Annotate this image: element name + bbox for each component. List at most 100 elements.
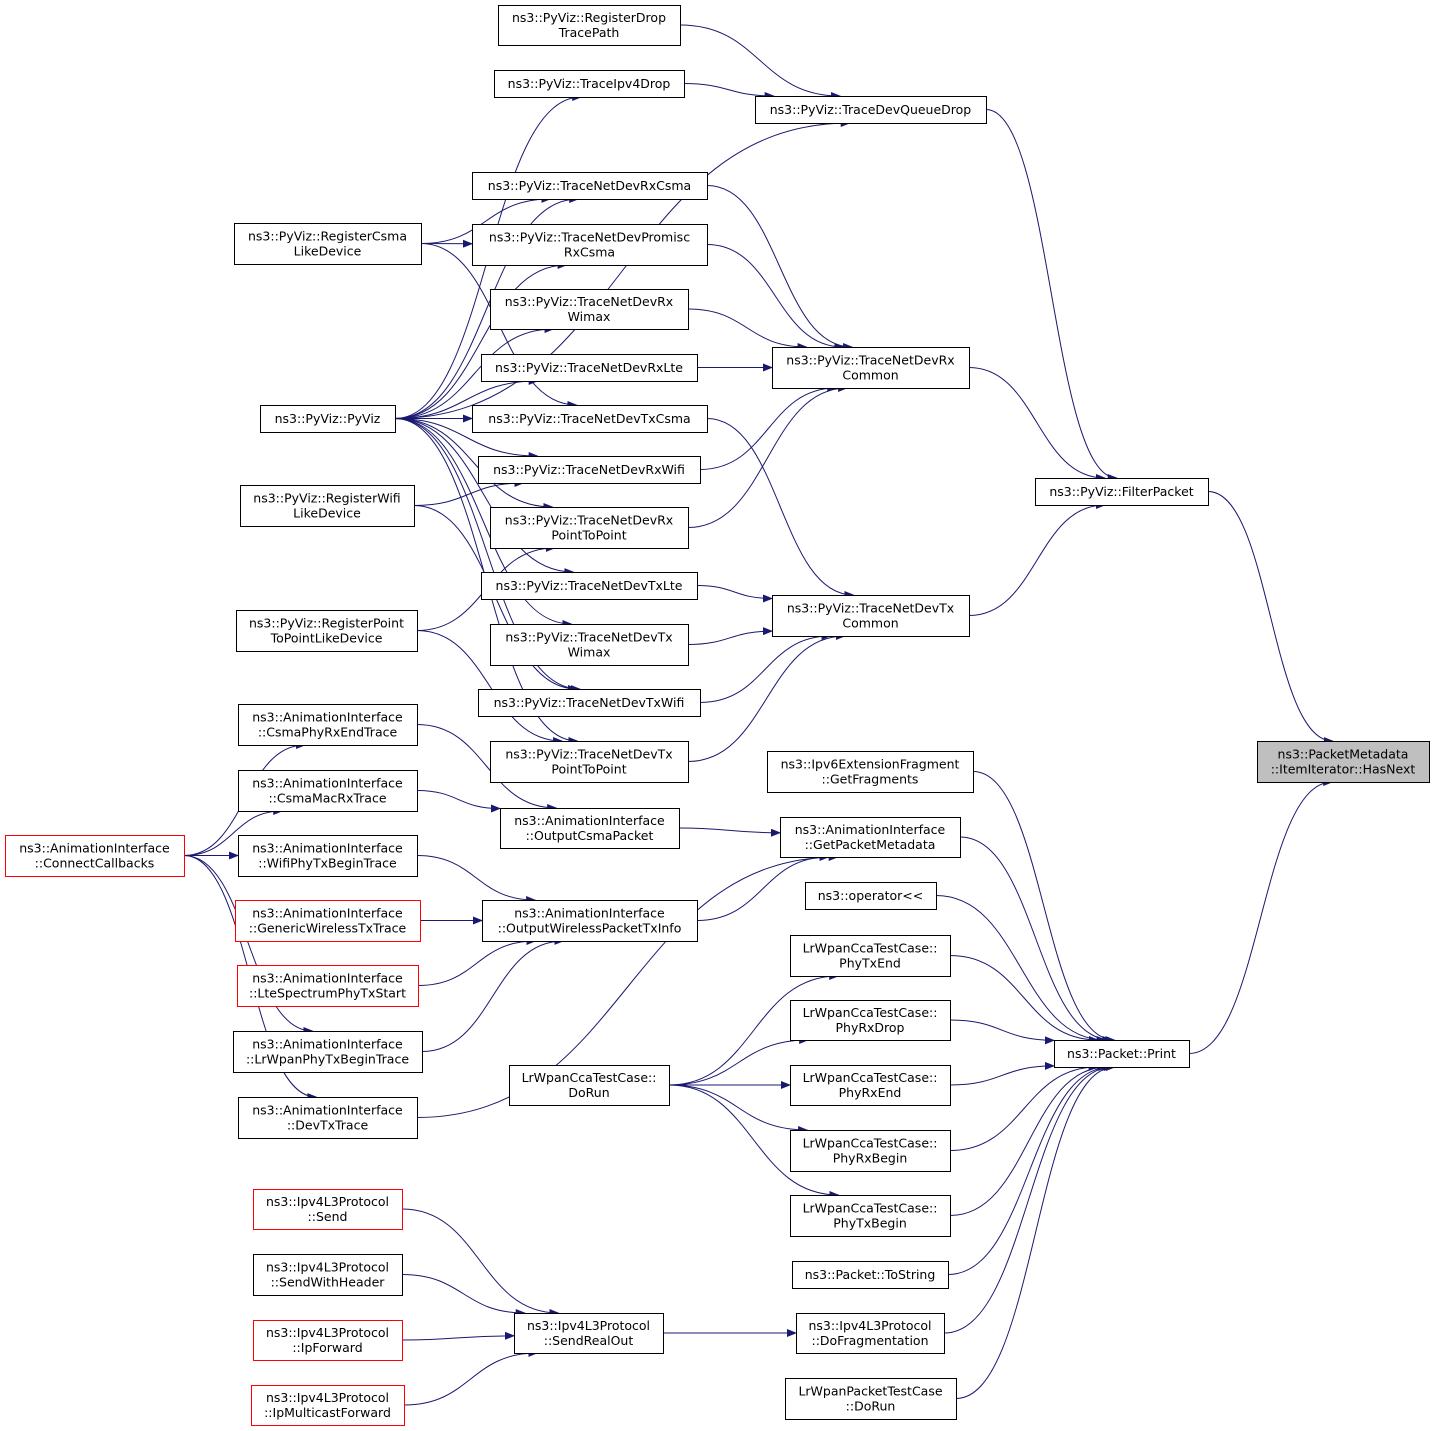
- edge-outwireless-to-getpktmeta: [696, 853, 830, 921]
- edge-pktdorun-to-packetprint: [955, 1063, 1117, 1399]
- node-rxlte[interactable]: ns3::PyViz::TraceNetDevRxLte: [481, 354, 698, 382]
- node-dofrag[interactable]: ns3::Ipv4L3Protocol::DoFragmentation: [796, 1313, 945, 1354]
- node-label-line: ToPointLikeDevice: [270, 631, 383, 646]
- node-csmamacrx[interactable]: ns3::AnimationInterface::CsmaMacRxTrace: [238, 770, 418, 812]
- node-label-line: ns3::Ipv4L3Protocol: [266, 1325, 389, 1340]
- edge-phytxbegin-to-packetprint: [949, 1063, 1109, 1216]
- node-label-line: ns3::AnimationInterface: [514, 906, 665, 921]
- node-rxcsma[interactable]: ns3::PyViz::TraceNetDevRxCsma: [472, 172, 708, 200]
- node-ipv6frag[interactable]: ns3::Ipv6ExtensionFragment::GetFragments: [767, 751, 974, 793]
- node-phyrxbegin[interactable]: LrWpanCcaTestCase::PhyRxBegin: [790, 1130, 951, 1172]
- edge-connectcb-to-lrwpanphytx: [183, 855, 314, 1035]
- edges-layer: [183, 24, 1334, 1406]
- node-filterpacket[interactable]: ns3::PyViz::FilterPacket: [1035, 478, 1209, 506]
- node-label-line: ::DoRun: [846, 1399, 896, 1414]
- node-label-line: ns3::PyViz::RegisterPoint: [249, 616, 404, 631]
- edge-rxp2p-to-rxcommon: [687, 384, 849, 528]
- node-txcsma[interactable]: ns3::PyViz::TraceNetDevTxCsma: [472, 405, 708, 433]
- edge-pyviz-to-promisc: [394, 261, 568, 419]
- node-phytxbegin[interactable]: LrWpanCcaTestCase::PhyTxBegin: [790, 1195, 951, 1237]
- node-connectcb[interactable]: ns3::AnimationInterface::ConnectCallback…: [5, 835, 185, 877]
- node-label-line: ::SendWithHeader: [271, 1275, 386, 1290]
- edge-getpktmeta-to-packetprint: [959, 836, 1113, 1044]
- node-phyrxend[interactable]: LrWpanCcaTestCase::PhyRxEnd: [790, 1065, 951, 1106]
- node-label-line: ns3::operator<<: [818, 888, 924, 903]
- node-pktdorun[interactable]: LrWpanPacketTestCase::DoRun: [785, 1378, 957, 1420]
- node-devqueuedrop[interactable]: ns3::PyViz::TraceDevQueueDrop: [755, 96, 987, 124]
- node-box: [790, 1130, 951, 1172]
- node-box: [234, 223, 422, 265]
- node-ltespectrum[interactable]: ns3::AnimationInterface::LteSpectrumPhyT…: [237, 965, 419, 1007]
- node-rxwifi[interactable]: ns3::PyViz::TraceNetDevRxWifi: [478, 456, 701, 484]
- node-sendhdr[interactable]: ns3::Ipv4L3Protocol::SendWithHeader: [253, 1254, 403, 1296]
- node-txlte[interactable]: ns3::PyViz::TraceNetDevTxLte: [481, 572, 698, 600]
- node-label-line: ns3::PyViz::TraceNetDevTx: [505, 747, 672, 762]
- node-label-line: ns3::AnimationInterface: [252, 841, 403, 856]
- node-ccadorun[interactable]: LrWpanCcaTestCase::DoRun: [509, 1065, 670, 1106]
- node-tostring[interactable]: ns3::Packet::ToString: [792, 1261, 949, 1289]
- node-ipmcast[interactable]: ns3::Ipv4L3Protocol::IpMulticastForward: [251, 1385, 405, 1426]
- node-box: [767, 751, 974, 793]
- node-outcsma[interactable]: ns3::AnimationInterface::OutputCsmaPacke…: [500, 808, 680, 849]
- node-phyrxdrop[interactable]: LrWpanCcaTestCase::PhyRxDrop: [790, 1000, 951, 1041]
- node-label-line: DoRun: [568, 1085, 609, 1100]
- node-txwifi[interactable]: ns3::PyViz::TraceNetDevTxWifi: [478, 689, 701, 717]
- node-label-line: ::GenericWirelessTxTrace: [249, 921, 407, 936]
- node-label-line: PhyTxEnd: [839, 956, 901, 971]
- node-send[interactable]: ns3::Ipv4L3Protocol::Send: [253, 1189, 403, 1230]
- node-box: [490, 507, 689, 549]
- node-box: [490, 289, 689, 330]
- node-label-line: LrWpanPacketTestCase: [798, 1384, 942, 1399]
- node-devtxtrace[interactable]: ns3::AnimationInterface::DevTxTrace: [238, 1097, 418, 1139]
- edge-ltespectrum-to-outwireless: [417, 937, 537, 986]
- edge-ccadorun-to-phyrxbegin: [668, 1084, 809, 1134]
- node-packetprint[interactable]: ns3::Packet::Print: [1054, 1040, 1190, 1068]
- edge-ipmcast-to-sendrealout: [403, 1349, 539, 1406]
- node-wifiphytx[interactable]: ns3::AnimationInterface::WifiPhyTxBeginT…: [238, 835, 418, 877]
- node-label-line: ::DevTxTrace: [287, 1118, 369, 1133]
- node-getpktmeta[interactable]: ns3::AnimationInterface::GetPacketMetada…: [780, 817, 961, 858]
- node-box: [260, 405, 396, 433]
- node-label-line: ns3::AnimationInterface: [252, 710, 403, 725]
- node-lrwpanphytx[interactable]: ns3::AnimationInterface::LrWpanPhyTxBegi…: [233, 1031, 423, 1073]
- node-outwireless[interactable]: ns3::AnimationInterface::OutputWirelessP…: [482, 900, 698, 942]
- node-label-line: RxCsma: [564, 245, 615, 260]
- edge-ccadorun-to-phytxbegin: [668, 1084, 840, 1199]
- node-label-line: PointToPoint: [551, 762, 626, 777]
- node-phytxend[interactable]: LrWpanCcaTestCase::PhyTxEnd: [790, 935, 951, 977]
- node-label-line: ::CsmaPhyRxEndTrace: [258, 725, 398, 740]
- node-regp2p[interactable]: ns3::PyViz::RegisterPointToPointLikeDevi…: [236, 610, 418, 652]
- node-label-line: ::LrWpanPhyTxBeginTrace: [246, 1052, 409, 1067]
- edge-dofrag-to-packetprint: [943, 1063, 1114, 1334]
- node-csmaphyrx[interactable]: ns3::AnimationInterface::CsmaPhyRxEndTra…: [238, 704, 418, 746]
- node-box: [490, 624, 689, 666]
- node-ipforward[interactable]: ns3::Ipv4L3Protocol::IpForward: [253, 1320, 403, 1361]
- node-label-line: LrWpanCcaTestCase::: [803, 1005, 938, 1020]
- node-sendrealout[interactable]: ns3::Ipv4L3Protocol::SendRealOut: [514, 1313, 664, 1354]
- edge-txcommon-to-filterpacket: [968, 501, 1106, 616]
- node-haspext[interactable]: ns3::PacketMetadata::ItemIterator::HasNe…: [1257, 741, 1430, 783]
- node-label-line: ns3::Packet::ToString: [805, 1267, 936, 1282]
- edge-pyviz-to-txwimax: [394, 418, 573, 628]
- node-oplshift[interactable]: ns3::operator<<: [805, 882, 937, 910]
- edge-pyviz-to-rxlte: [394, 377, 539, 419]
- node-label-line: ns3::Ipv4L3Protocol: [527, 1318, 650, 1333]
- node-genwireless[interactable]: ns3::AnimationInterface::GenericWireless…: [235, 900, 421, 942]
- edge-phyrxdrop-to-packetprint: [949, 1019, 1055, 1045]
- node-label-line: PhyRxEnd: [839, 1085, 902, 1100]
- node-label-line: ns3::Ipv4L3Protocol: [266, 1194, 389, 1209]
- node-pyviz[interactable]: ns3::PyViz::PyViz: [260, 405, 396, 433]
- node-label-line: TracePath: [558, 25, 620, 40]
- node-ipv4drop[interactable]: ns3::PyViz::TraceIpv4Drop: [494, 70, 685, 98]
- node-label-line: ::OutputCsmaPacket: [526, 828, 654, 843]
